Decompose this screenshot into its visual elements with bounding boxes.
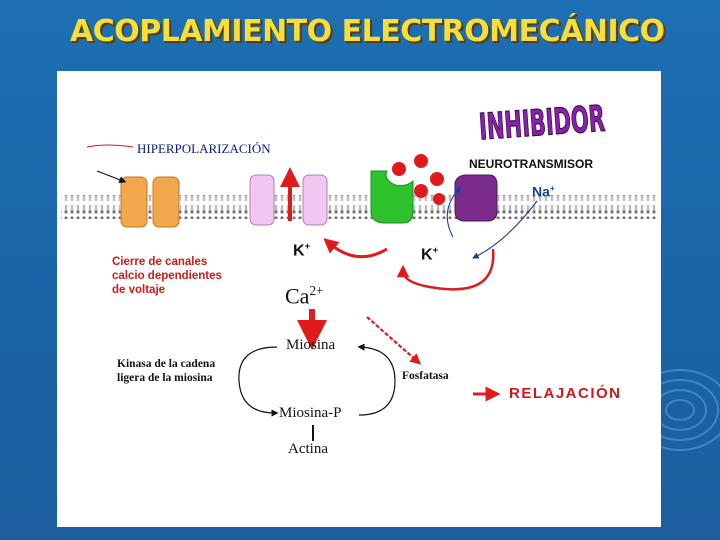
ion-charge-superscript: +	[432, 245, 439, 256]
neurotransmitter-molecules-icon	[392, 154, 445, 205]
calcium-channel-icon	[120, 176, 180, 228]
relaxation-label: RELAJACIÓN	[509, 385, 622, 402]
potassium-left-label: K+	[293, 241, 311, 260]
green-receptor-icon	[370, 170, 414, 224]
myosin-cycle	[238, 343, 396, 417]
potassium-channel-icon	[249, 174, 328, 226]
diagram-canvas	[61, 144, 657, 441]
receptor-to-potassium-right-arrow	[396, 248, 495, 291]
calcium-channel-closure-label: Cierre de canales calcio dependientes de…	[112, 256, 222, 296]
calcium-label: Ca2+	[285, 283, 324, 309]
receptor-to-potassium-arrow	[323, 238, 388, 259]
inhibitor-label: INHIBIDOR	[477, 98, 607, 149]
svg-text:INHIBIDOR: INHIBIDOR	[478, 99, 607, 149]
hyperpolarization-label: HIPERPOLARIZACIÓN	[137, 141, 271, 156]
sodium-label: Na+	[532, 183, 555, 200]
cell-membrane	[61, 195, 657, 219]
purple-receptor-icon	[454, 174, 498, 222]
inhibition-dotted-arrow	[366, 316, 422, 365]
sodium-flux-arrows	[446, 186, 538, 259]
actin-label: Actina	[288, 441, 328, 457]
slide-title: ACOPLAMIENTO ELECTROMECÁNICO	[70, 14, 665, 49]
ion-charge-superscript: +	[549, 183, 555, 193]
myosin-kinase-label: Kinasa de la cadena ligera de la miosina	[117, 358, 216, 384]
neurotransmitter-label: NEUROTRANSMISOR	[469, 157, 594, 171]
phosphatase-label: Fosfatasa	[402, 370, 449, 382]
hyperpolarization-pointer-arrow	[86, 144, 134, 184]
diagram-panel: INHIBIDOR HIPERPOLARIZACIÓN NEUROTRANSMI…	[57, 71, 661, 527]
myosin-label: Miosina	[286, 337, 336, 353]
ion-charge-superscript: +	[304, 241, 311, 252]
myosin-p-label: Miosina-P	[279, 405, 342, 421]
potassium-right-label: K+	[421, 245, 439, 264]
ion-charge-superscript: 2+	[309, 283, 324, 298]
